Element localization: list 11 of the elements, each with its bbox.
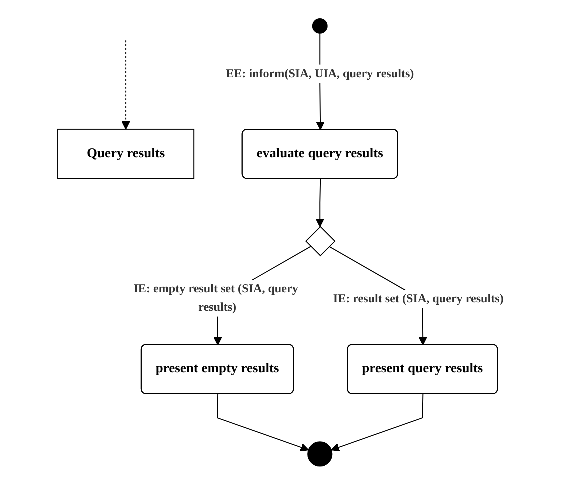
arrow [122,40,130,130]
node-box: Query results [58,128,195,180]
node-diamond [305,226,336,257]
node-circle [312,18,328,34]
node-circle [308,442,333,467]
edge-label: IE: empty result set (SIA, query results) [134,282,298,314]
arrow [217,394,310,452]
edge-label: EE: inform(SIA, UIA, query results) [226,66,414,80]
edge-label: IE: result set (SIA, query results) [333,292,504,306]
arrow [331,394,424,452]
arrow [316,178,324,228]
